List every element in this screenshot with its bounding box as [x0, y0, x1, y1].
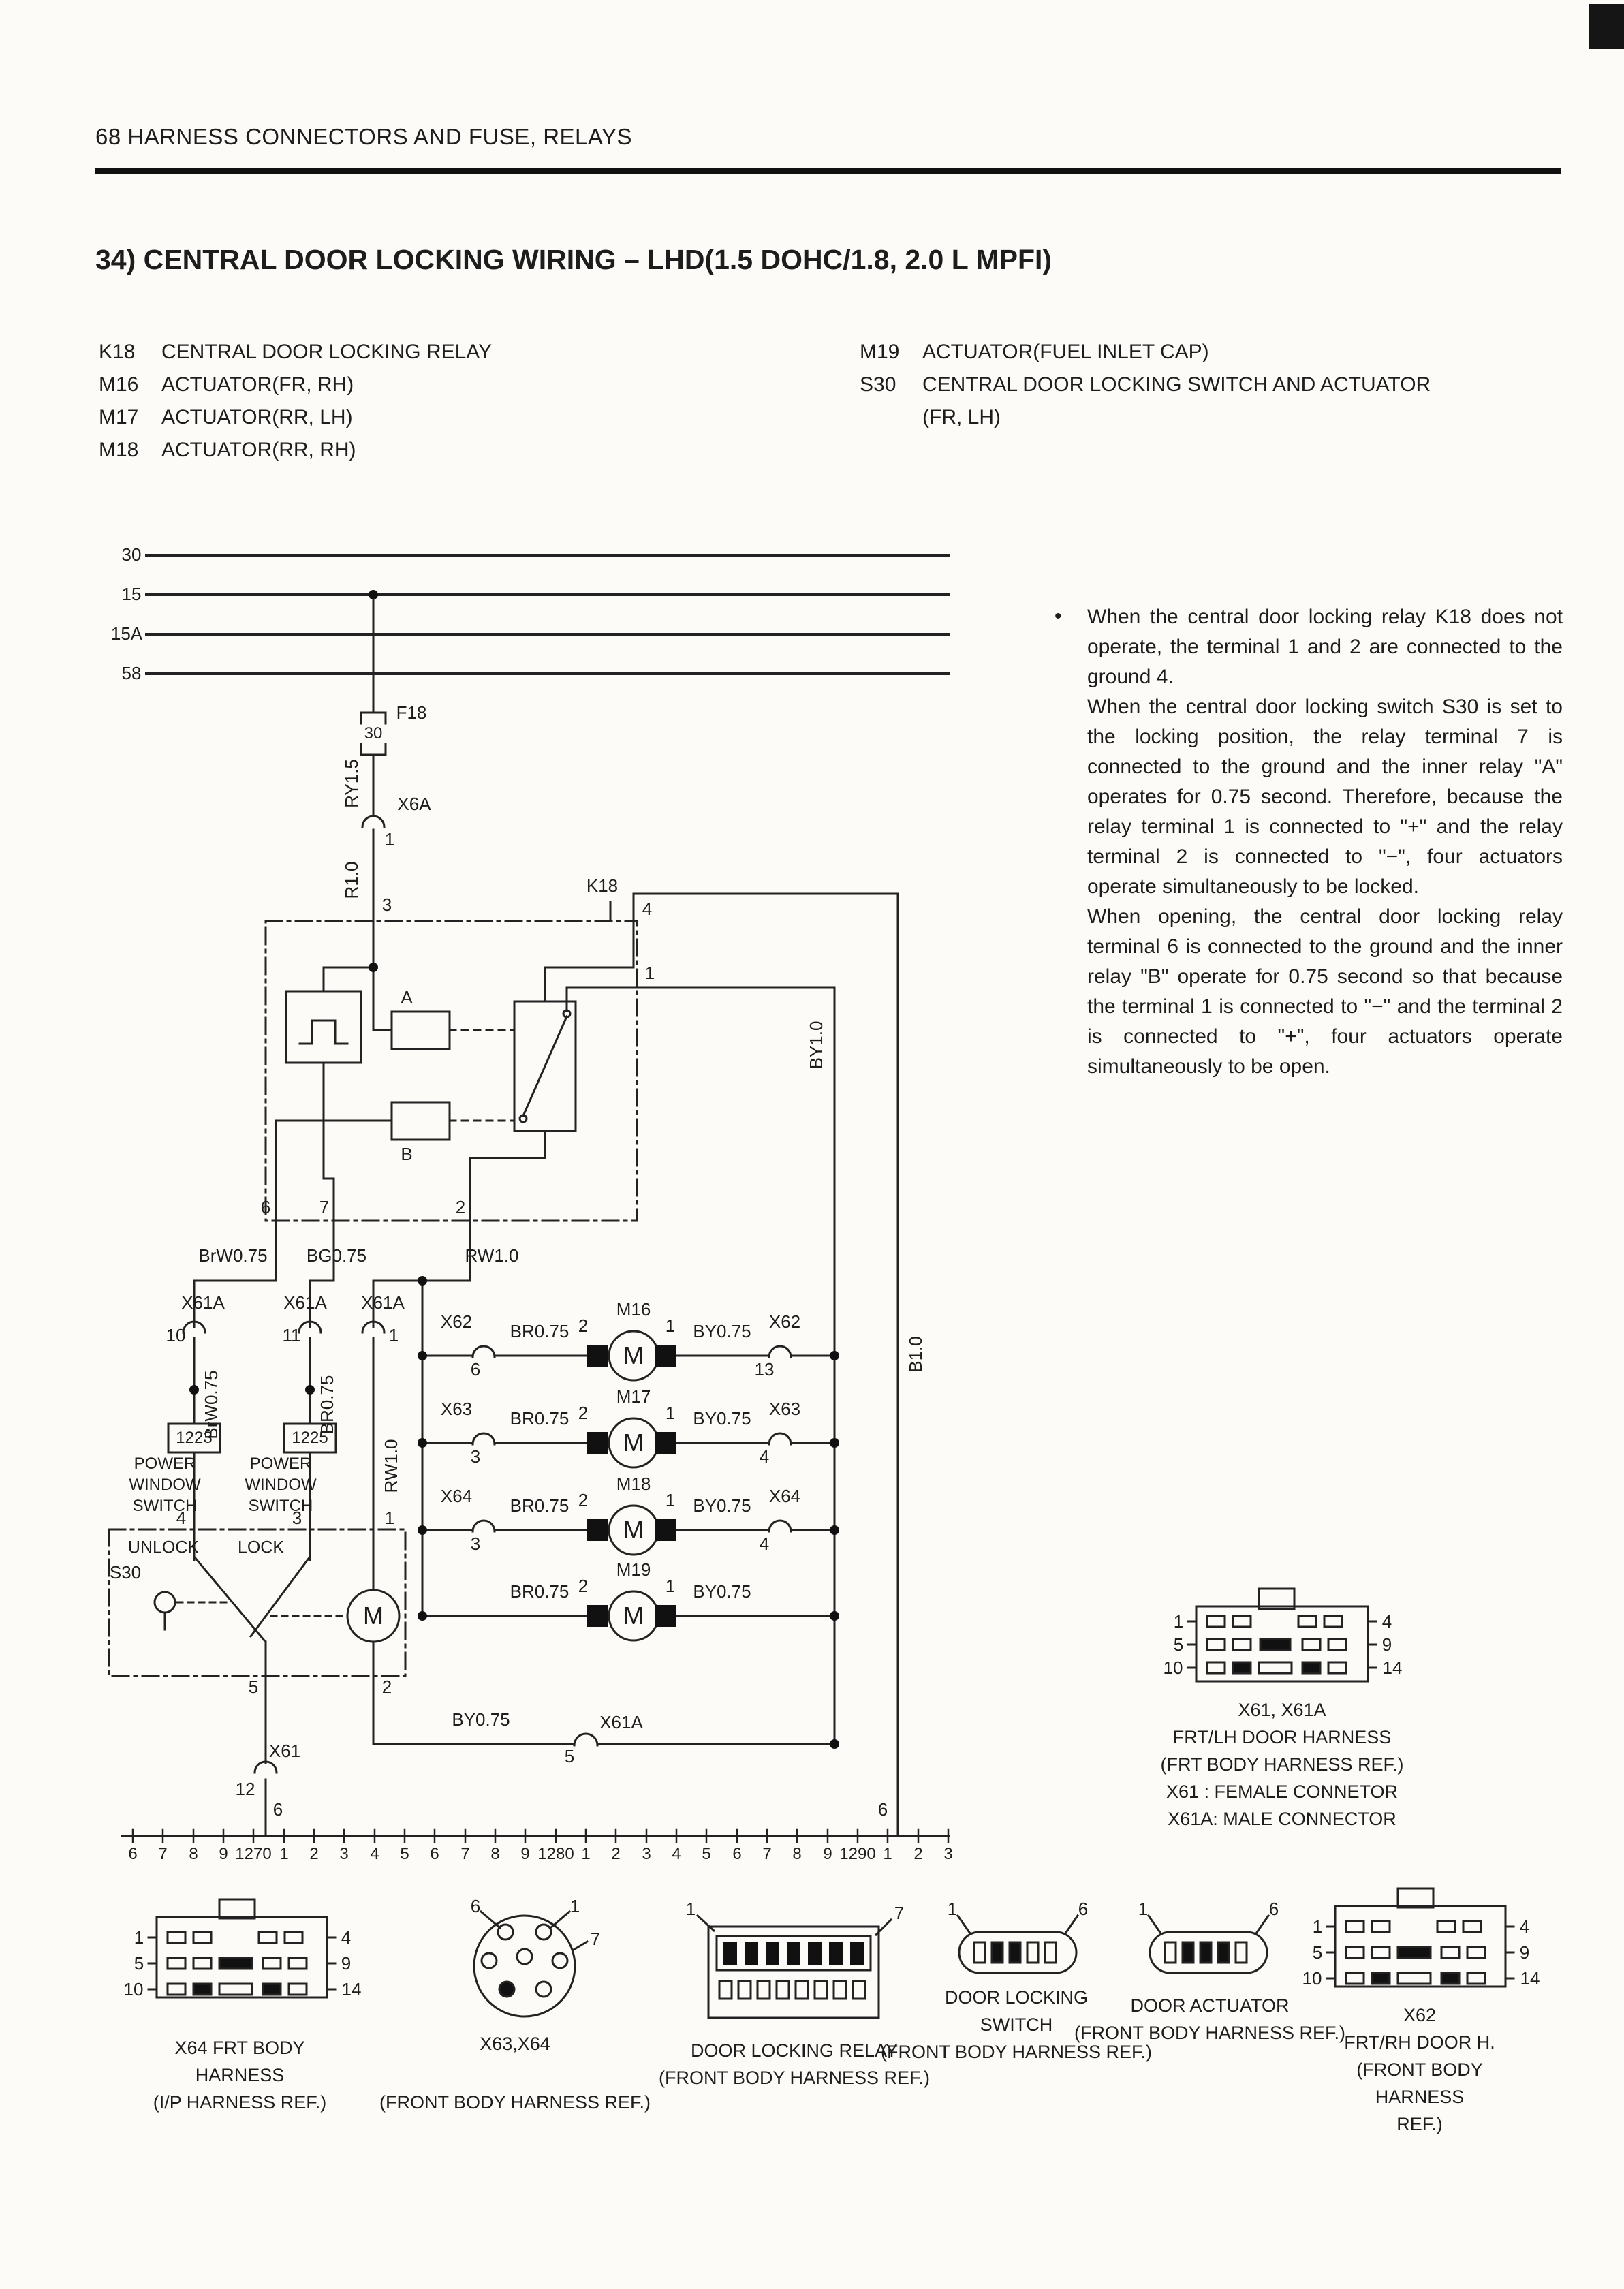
page-corner-mark	[1589, 4, 1624, 49]
notes-block: When the central door locking relay K18 …	[1087, 602, 1563, 1082]
figure-caption-x63-ref: (FRONT BODY HARNESS REF.)	[379, 2092, 651, 2113]
section-title: 34) CENTRAL DOOR LOCKING WIRING – LHD(1.…	[95, 244, 1052, 275]
figure-caption-x63-title: X63,X64	[480, 2034, 550, 2054]
header-rule	[95, 168, 1561, 174]
legend-row: M16 ACTUATOR(FR, RH)	[99, 373, 354, 396]
legend-code: M19	[860, 341, 900, 363]
door-locking-relay-figure	[696, 1914, 893, 2019]
legend-code: M18	[99, 439, 139, 461]
legend-code: M17	[99, 406, 139, 429]
legend-desc: CENTRAL DOOR LOCKING SWITCH AND ACTUATOR	[922, 373, 1431, 396]
legend-row: M17 ACTUATOR(RR, LH)	[99, 406, 353, 429]
legend-desc: ACTUATOR(FR, RH)	[161, 373, 354, 396]
note-paragraph: When the central door locking switch S30…	[1087, 696, 1563, 898]
k18-relay	[264, 901, 836, 1245]
note-bullet: •	[1055, 605, 1062, 627]
x62-connector-figure	[1326, 1887, 1515, 1988]
legend-desc: ACTUATOR(RR, LH)	[161, 406, 353, 429]
x61-connector-figure	[1187, 1587, 1377, 1683]
legend-desc: (FR, LH)	[922, 406, 1001, 429]
legend-desc: ACTUATOR(RR, RH)	[161, 439, 356, 461]
legend-row: (FR, LH)	[922, 406, 1001, 429]
legend-code: K18	[99, 341, 136, 363]
door-actuator-figure	[1146, 1914, 1270, 1974]
ground-rail	[121, 1828, 950, 1843]
legend-row: S30 CENTRAL DOOR LOCKING SWITCH AND ACTUA…	[860, 373, 1431, 396]
note-paragraph: When opening, the central door locking r…	[1087, 905, 1563, 1078]
figure-caption-relay: DOOR LOCKING RELAY (FRONT BODY HARNESS R…	[658, 2040, 931, 2088]
fuse-and-feed	[360, 593, 387, 922]
legend-row: K18 CENTRAL DOOR LOCKING RELAY	[99, 341, 492, 364]
figure-caption-x61: X61, X61A FRT/LH DOOR HARNESS (FRT BODY …	[1160, 1700, 1404, 1829]
figure-caption-x64: X64 FRT BODY HARNESS (I/P HARNESS REF.)	[153, 2038, 327, 2113]
x64-connector-figure	[147, 1898, 337, 1999]
legend-code: M16	[99, 373, 139, 396]
legend-row: M19 ACTUATOR(FUEL INLET CAP)	[860, 341, 1209, 364]
figure-caption-switch: DOOR LOCKING SWITCH (FRONT BODY HARNESS …	[880, 1987, 1153, 2062]
legend-code: S30	[860, 373, 896, 396]
legend-row: M18 ACTUATOR(RR, RH)	[99, 439, 356, 462]
relay-output-wires	[167, 1242, 836, 1745]
door-locking-switch-figure	[956, 1914, 1080, 1974]
actuator-rows	[421, 1330, 836, 1642]
figure-caption-x62: X62 FRT/RH DOOR H. (FRONT BODY HARNESS R…	[1344, 2005, 1495, 2134]
legend-desc: ACTUATOR(FUEL INLET CAP)	[922, 341, 1209, 363]
junction-dots	[189, 590, 839, 1749]
note-paragraph: When the central door locking relay K18 …	[1087, 606, 1563, 688]
s30-switch	[108, 1528, 599, 1837]
page-header: 68 HARNESS CONNECTORS AND FUSE, RELAYS	[95, 124, 632, 149]
power-bus-lines	[145, 554, 950, 675]
figure-caption-actuator: DOOR ACTUATOR (FRONT BODY HARNESS REF.)	[1074, 1995, 1346, 2043]
legend-desc: CENTRAL DOOR LOCKING RELAY	[161, 341, 493, 363]
x63-round-connector-figure	[473, 1910, 589, 2018]
